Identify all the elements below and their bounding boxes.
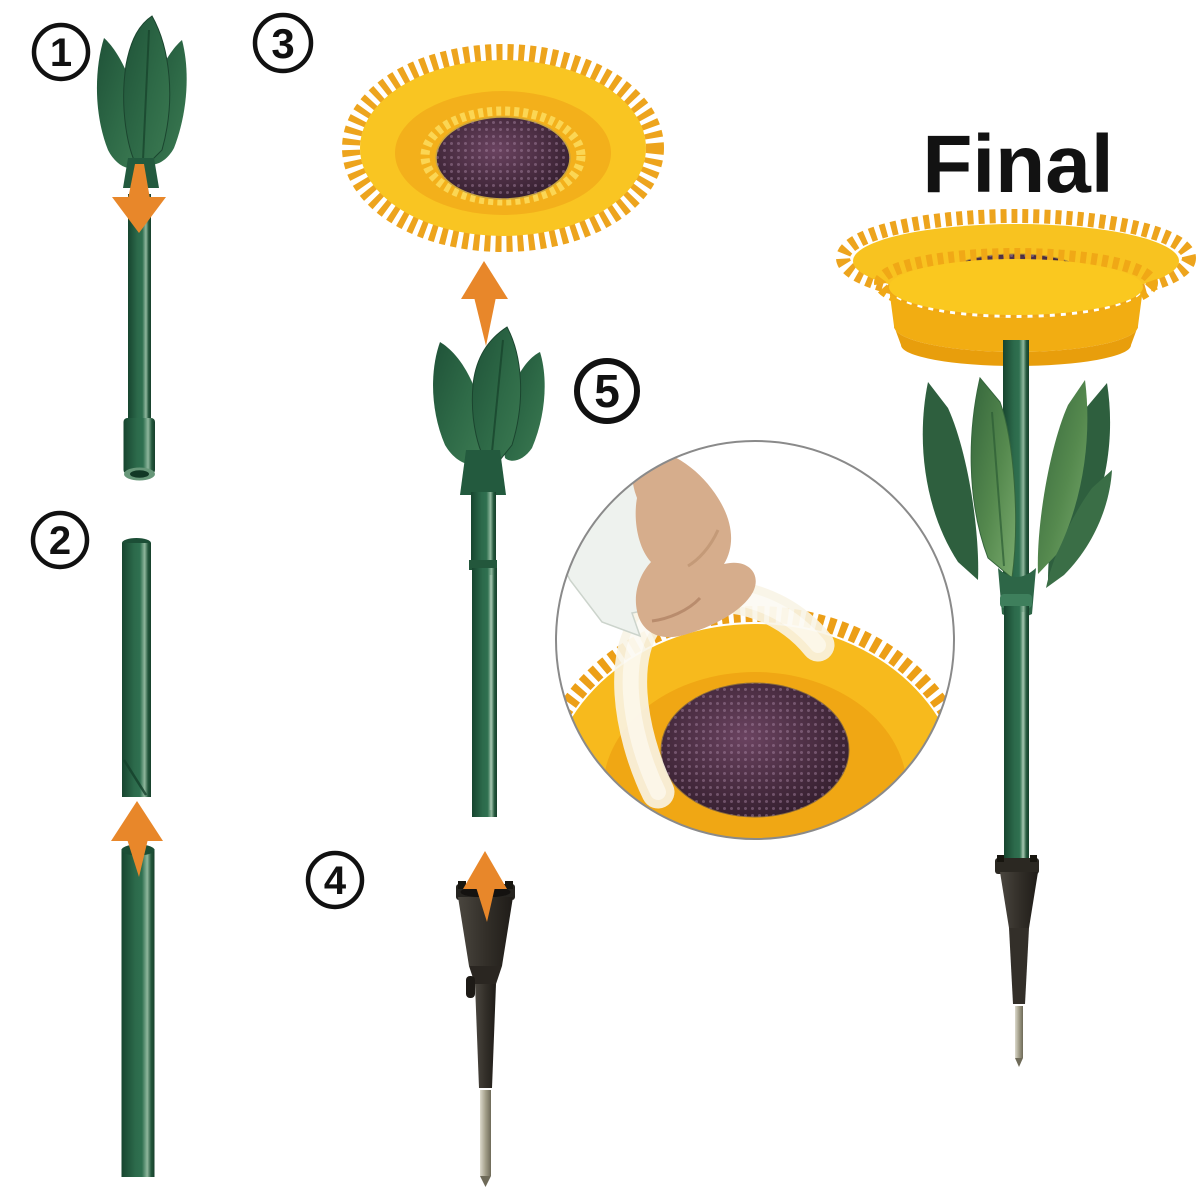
badge-circle [574,358,640,424]
final-ground-stake [995,855,1039,1067]
flower-head-top-view [342,44,664,252]
step-4-number: 4 [324,859,347,903]
stem-upper-tube [122,543,151,797]
petal-fringe [342,44,664,252]
step-1-number: 1 [50,31,72,75]
final-stem-and-leaves [922,340,1112,862]
leaf-vein [142,29,150,161]
badge-circle [252,12,314,74]
socket-hole [130,470,149,478]
stake-rim [995,858,1039,874]
stem-segment [471,492,496,564]
final-label: Final [922,119,1113,210]
badge-circle [305,850,365,910]
stem-segment [472,568,497,817]
final-group: Final [836,119,1196,1067]
inset-circle-outline [555,440,955,840]
spike-tip [480,1176,491,1187]
step-5-badge: 5 [574,358,640,424]
petal-disc-front [889,259,1143,315]
step-5-number: 5 [594,365,620,417]
flower-bowl-side [889,288,1143,352]
rim-notch [997,855,1004,862]
stem-top-section [128,194,151,422]
badge-circle [31,22,91,82]
thumb-line [687,529,720,568]
leaf-cluster [96,15,187,188]
rim-notch [458,881,466,889]
stem-lower-tube [121,849,155,1177]
step-4-badge: 4 [305,850,365,910]
leaf-collar [460,450,506,495]
rim-notch [1030,855,1037,862]
leaf-blade [1046,470,1112,588]
step-1-badge: 1 [31,22,91,82]
leaf-vein [490,339,504,463]
step-3-number: 3 [271,20,294,67]
stake-shaft [1009,928,1029,1004]
hand [632,446,756,638]
stake-shaft [475,984,496,1088]
stem-socket [123,418,155,474]
metal-spike [480,1090,491,1176]
tube-crease [122,759,148,796]
leaf-blade [922,382,979,580]
metal-spike [1015,1006,1023,1058]
step-4-group: 4 [305,850,515,1187]
badge-circle [30,510,90,570]
solar-panel-texture [661,683,849,817]
stake-clip [466,976,475,998]
rim-notch [505,881,513,889]
step-2-number: 2 [49,519,71,563]
step-3-badge: 3 [252,12,314,74]
up-arrow-icon [463,851,507,922]
inset-contents [556,441,954,839]
step-5-group: 5 [555,358,955,840]
stem-lower [1004,606,1029,862]
stem-joint [469,560,497,570]
leaf-blade [433,342,482,465]
spike-tip [1015,1058,1023,1067]
inner-petal-ring [420,106,586,206]
stake-neck [469,966,502,984]
finger-line [651,596,702,623]
up-arrow-icon [111,801,163,877]
step-2-group: 2 [30,510,163,1177]
down-arrow-icon [112,164,166,233]
stem-with-leaves [433,326,545,817]
step-3-group: 3 [252,12,664,817]
stake-cup [458,897,513,966]
leaf-vein [991,411,1005,567]
stake-cup [1000,872,1038,928]
ground-stake [456,881,515,1187]
leaf-blade [1037,380,1088,574]
final-flower-head [836,209,1196,366]
step-1-group: 1 [31,15,187,481]
solar-panel-texture [436,117,570,199]
step-2-badge: 2 [30,510,90,570]
petal-fringe [836,209,1196,307]
stem-joint [1000,594,1032,608]
flower-bowl-bottom [894,326,1138,366]
up-arrow-icon [461,261,508,346]
